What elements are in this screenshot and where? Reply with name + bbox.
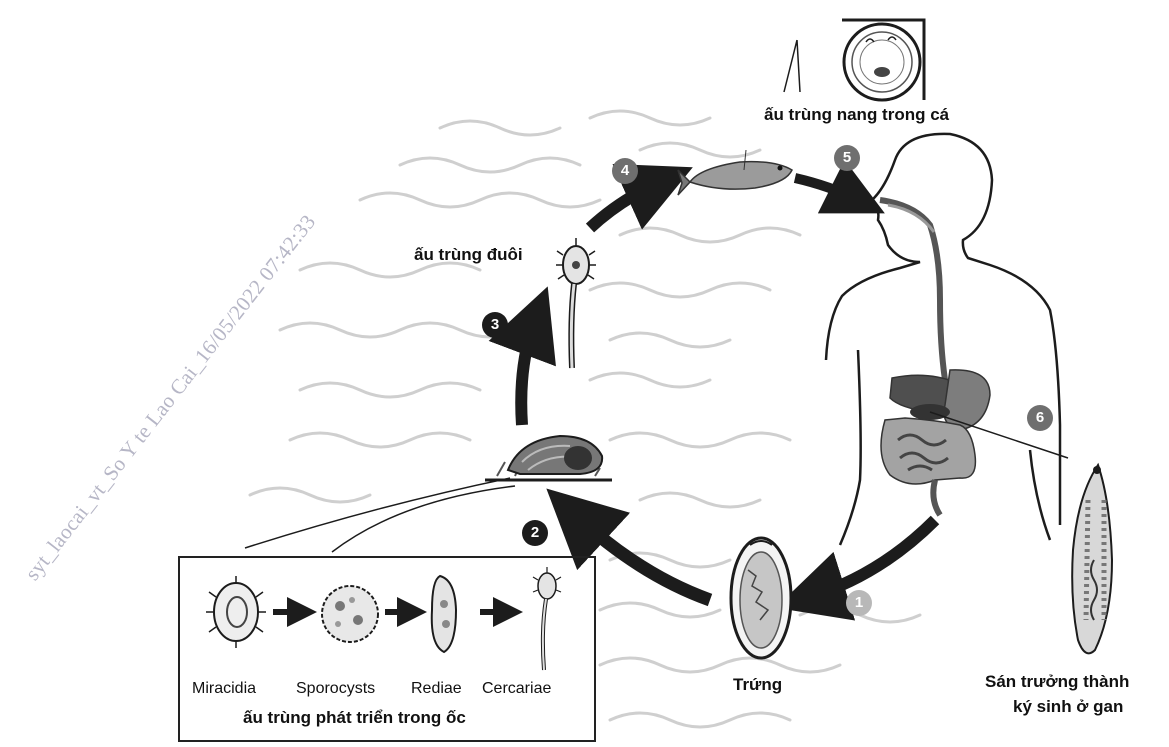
step-5-badge: 5 [834,145,860,171]
arrow-snail-to-cercaria [521,320,535,425]
label-tailed-larva: ấu trùng đuôi [414,245,523,265]
snail [485,436,612,480]
label-snail-stages-caption: ấu trùng phát triển trong ốc [243,708,466,728]
stage-label-rediae: Rediae [411,680,462,698]
arrow-cercaria-to-fish [590,182,660,228]
step-2-badge: 2 [522,520,548,546]
stage-label-miracidia: Miracidia [192,680,256,698]
human-figure [826,134,1068,545]
cercaria [556,238,596,368]
arrow-fish-to-human [795,178,858,200]
step-3-badge: 3 [482,312,508,338]
arrow-human-to-egg [810,520,935,597]
stage-label-sporocysts: Sporocysts [296,680,375,698]
label-adult-line1: Sán trưởng thành [985,672,1129,692]
egg [731,538,791,658]
stage-label-cercariae: Cercariae [482,680,551,698]
cyst-inset [784,20,924,100]
step-4-badge: 4 [612,158,638,184]
label-cyst-in-fish: ấu trùng nang trong cá [764,105,949,125]
adult-fluke [1072,465,1112,653]
label-adult-line2: ký sinh ở gan [1013,697,1123,717]
step-6-badge: 6 [1027,405,1053,431]
label-egg: Trứng [733,675,782,695]
step-1-badge: 1 [846,590,872,616]
